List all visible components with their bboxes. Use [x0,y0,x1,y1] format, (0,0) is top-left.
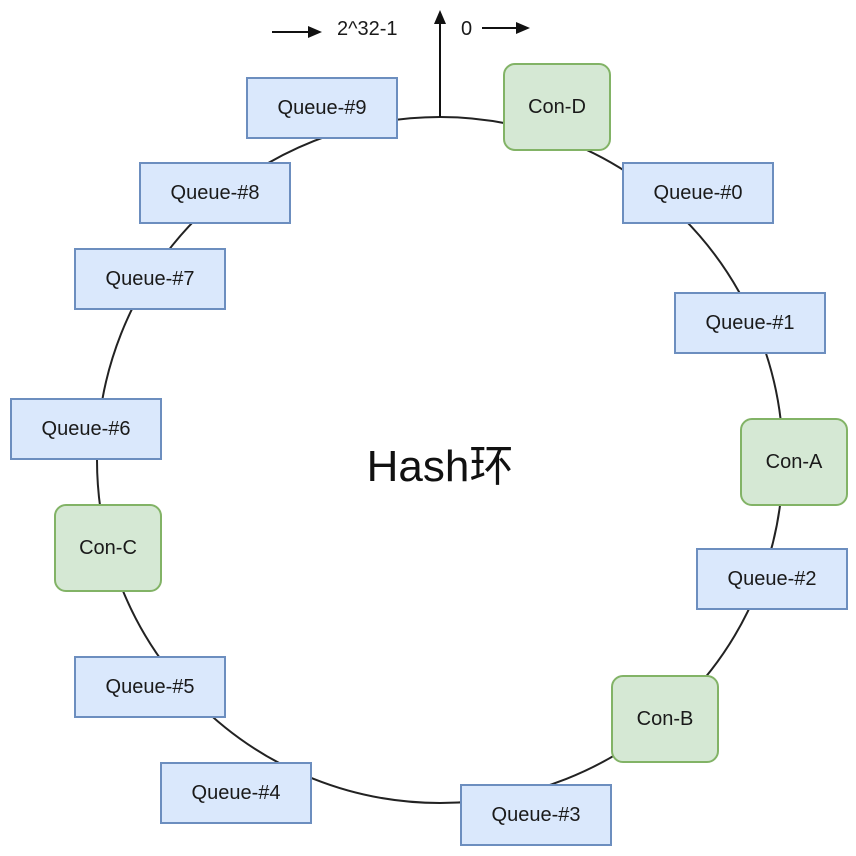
queue-node-8: Queue-#8 [139,162,291,224]
hash-ring-title: Hash环 [366,442,514,491]
consumer-node-d: Con-D [503,63,611,151]
queue-node-7: Queue-#7 [74,248,226,310]
vertical-axis-arrowhead [434,10,446,24]
consumer-node-b: Con-B [611,675,719,763]
queue-node-2: Queue-#2 [696,548,848,610]
max-value-label: 2^32-1 [337,18,398,40]
queue-node-1: Queue-#1 [674,292,826,354]
zero-value-label: 0 [461,18,473,40]
queue-node-3: Queue-#3 [460,784,612,846]
queue-node-4: Queue-#4 [160,762,312,824]
queue-node-9: Queue-#9 [246,77,398,139]
zero-direction-arrowhead [516,22,530,34]
queue-node-0: Queue-#0 [622,162,774,224]
consumer-node-a: Con-A [740,418,848,506]
consumer-node-c: Con-C [54,504,162,592]
queue-node-6: Queue-#6 [10,398,162,460]
max-direction-arrowhead [308,26,322,38]
queue-node-5: Queue-#5 [74,656,226,718]
